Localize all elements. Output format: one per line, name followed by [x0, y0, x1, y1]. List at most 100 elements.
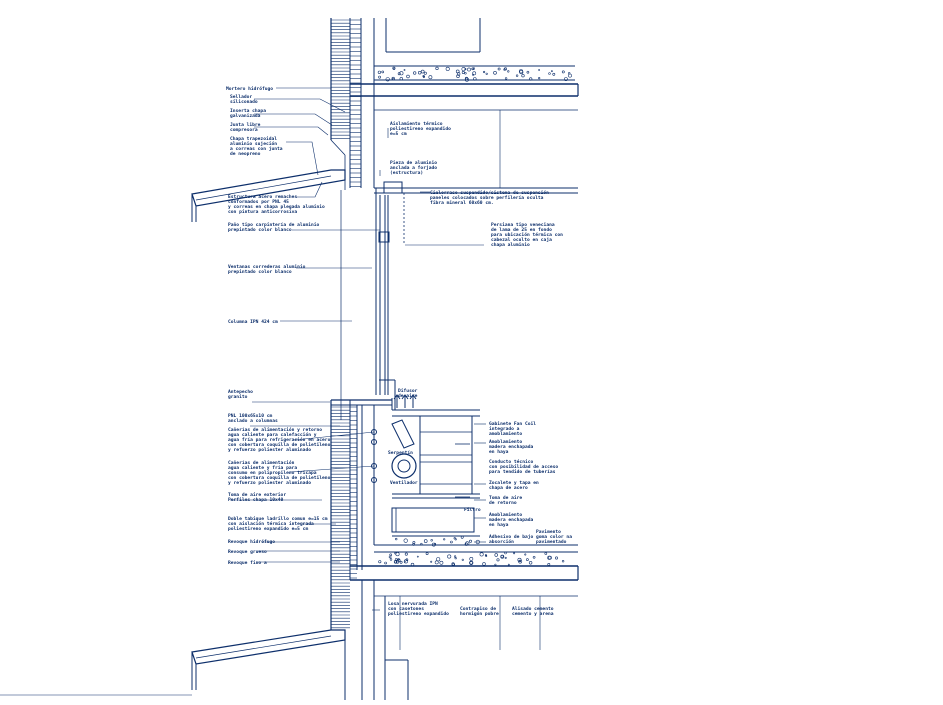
label-amoblamiento2: Amoblamiento: [489, 512, 522, 518]
aggregate-dot: [551, 70, 553, 73]
label-inserta: Inserta chapa: [230, 108, 266, 114]
aggregate-dot: [461, 71, 465, 75]
window-zone: [340, 181, 405, 420]
label-toma-ret: Toma de aire: [489, 495, 522, 501]
aggregate-dot: [456, 74, 460, 78]
aggregate-dot: [389, 553, 393, 557]
label-aislamiento-2: poliestireno expandido: [390, 126, 451, 132]
label-adhesivo-3: pavimentado: [536, 539, 567, 545]
aggregate-dot: [482, 562, 486, 566]
label-sellador: Sellador: [230, 94, 252, 100]
aggregate-dot: [397, 72, 401, 76]
label-pieza-3: (estructura): [390, 170, 423, 176]
aggregate-dot: [399, 560, 403, 564]
aggregate-dot: [377, 70, 382, 74]
label-contrapiso-2: hormigón pobre: [460, 610, 499, 617]
label-amoblamiento-2: madera enchapada: [489, 444, 533, 450]
aggregate-dot: [554, 556, 558, 560]
aggregate-dot: [460, 535, 464, 539]
aggregate-dot: [453, 537, 456, 540]
aggregate-dot: [395, 537, 398, 541]
label-pavimento-2: goma color na: [536, 534, 572, 540]
lower-wall: [330, 398, 393, 630]
label-mortero: Mortero hidrófugo: [226, 85, 273, 92]
fan-wheel: [391, 453, 417, 479]
aggregate-dot: [423, 539, 428, 543]
label-conducto-3: para tendido de tuberías: [489, 468, 556, 475]
label-adhesivo-2: absorción: [489, 538, 514, 545]
lower-cornice: [0, 629, 346, 700]
label-cielorraso-3: fibra mineral 60x60 cm.: [430, 200, 494, 206]
aggregate-dot: [471, 67, 475, 71]
label-caneria2-5: y refuerzo poliester aluminado: [228, 480, 311, 486]
aggregate-dot: [451, 563, 456, 567]
label-junta: Junta libre: [230, 122, 261, 128]
aggregate-dot: [504, 551, 507, 555]
label-antepecho: Antepecho: [228, 389, 253, 395]
aggregate-dot: [496, 558, 500, 562]
aggregate-dot: [430, 539, 433, 542]
aggregate-dot: [461, 66, 466, 72]
label-persiana-2: de lama de 25 en fondo: [491, 227, 552, 233]
label-caneria1-2: agua caliente para calefacción y: [228, 431, 317, 438]
aggregate-dot: [472, 71, 477, 76]
label-persiana: Persiana tipo veneciana: [491, 222, 555, 228]
aggregate-dot: [564, 77, 568, 82]
aggregate-dot: [469, 561, 473, 565]
label-columna: Columna IPN 424 cm: [228, 319, 278, 325]
label-toma-ret-2: de retorno: [489, 500, 517, 506]
aggregate-dot: [507, 70, 510, 73]
aggregate-dot: [568, 73, 572, 78]
label-caneria1: Cañerías de alimentación y retorno: [228, 426, 322, 433]
label-estructura-4: con pintura anticorrosiva: [228, 209, 297, 215]
label-aislamiento-3: e=5 cm: [390, 131, 407, 137]
aggregate-dot: [388, 555, 392, 559]
aggregate-dot: [403, 538, 408, 543]
aggregate-dot: [464, 542, 468, 546]
aggregate-dot: [544, 552, 548, 555]
label-ventanas-2: prepintado color blanco: [228, 269, 292, 275]
aggregate-dot: [425, 552, 429, 556]
label-panotip: Paño tipo carpintería de aluminio: [228, 221, 320, 228]
aggregate-dot: [413, 71, 417, 75]
aggregate-dot: [497, 67, 501, 71]
aggregate-dot: [504, 77, 508, 80]
label-caneria2-3: consumo en polipropileno tricapa: [228, 470, 317, 476]
label-losa-2: con casetones: [388, 606, 424, 612]
aggregate-dot: [500, 554, 505, 559]
label-antepecho-2: granito: [228, 394, 248, 400]
aggregate-dot: [483, 70, 486, 74]
label-doble-tabique-2: con aislación térmica integrada: [228, 520, 314, 527]
label-gabinete: Gabinete Fan Coil: [489, 421, 536, 427]
label-revoque-h: Revoque hidrófugo: [228, 538, 275, 545]
aggregate-dot: [467, 67, 471, 72]
label-caneria1-4: con cobertura coquilla de polietileno: [228, 442, 331, 448]
aggregate-dot: [399, 77, 403, 81]
aggregate-dot: [468, 539, 472, 543]
aggregate-dot: [529, 77, 533, 81]
aggregate-dot: [464, 76, 469, 81]
aggregate-dot: [532, 555, 536, 559]
label-alisado-2: cemento y arena: [512, 611, 554, 617]
aggregate-dot: [420, 69, 425, 74]
annotations: Mortero hidrófugo Sellador siliconado In…: [226, 85, 572, 617]
aggregate-dot: [436, 557, 441, 562]
label-zocalo-2: chapa de acero: [489, 485, 528, 491]
label-pnl: PNL 100x65x10 cm: [228, 413, 272, 419]
upper-brick-hatch: [331, 19, 361, 187]
fan-coil-cabinet: [371, 394, 480, 537]
aggregate-dot: [547, 555, 552, 560]
aggregate-dot: [494, 563, 497, 566]
label-estructura-3: y correas en chapa plegada aluminio: [228, 204, 325, 210]
aggregate-dot: [394, 552, 397, 555]
label-caneria1-5: y refuerzo poliester aluminado: [228, 447, 311, 453]
label-chapa: Chapa trapezoidal: [230, 136, 277, 142]
aggregate-dot: [406, 74, 410, 79]
aggregate-dot: [378, 75, 382, 79]
aggregate-dot: [445, 66, 450, 71]
label-aislamiento: Aislamiento térmico: [390, 120, 443, 127]
label-caneria2-4: con cobertura coquilla de polietileno: [228, 475, 331, 481]
aggregate-dot: [456, 72, 461, 76]
label-pnl-2: anclado a columnas: [228, 418, 278, 424]
